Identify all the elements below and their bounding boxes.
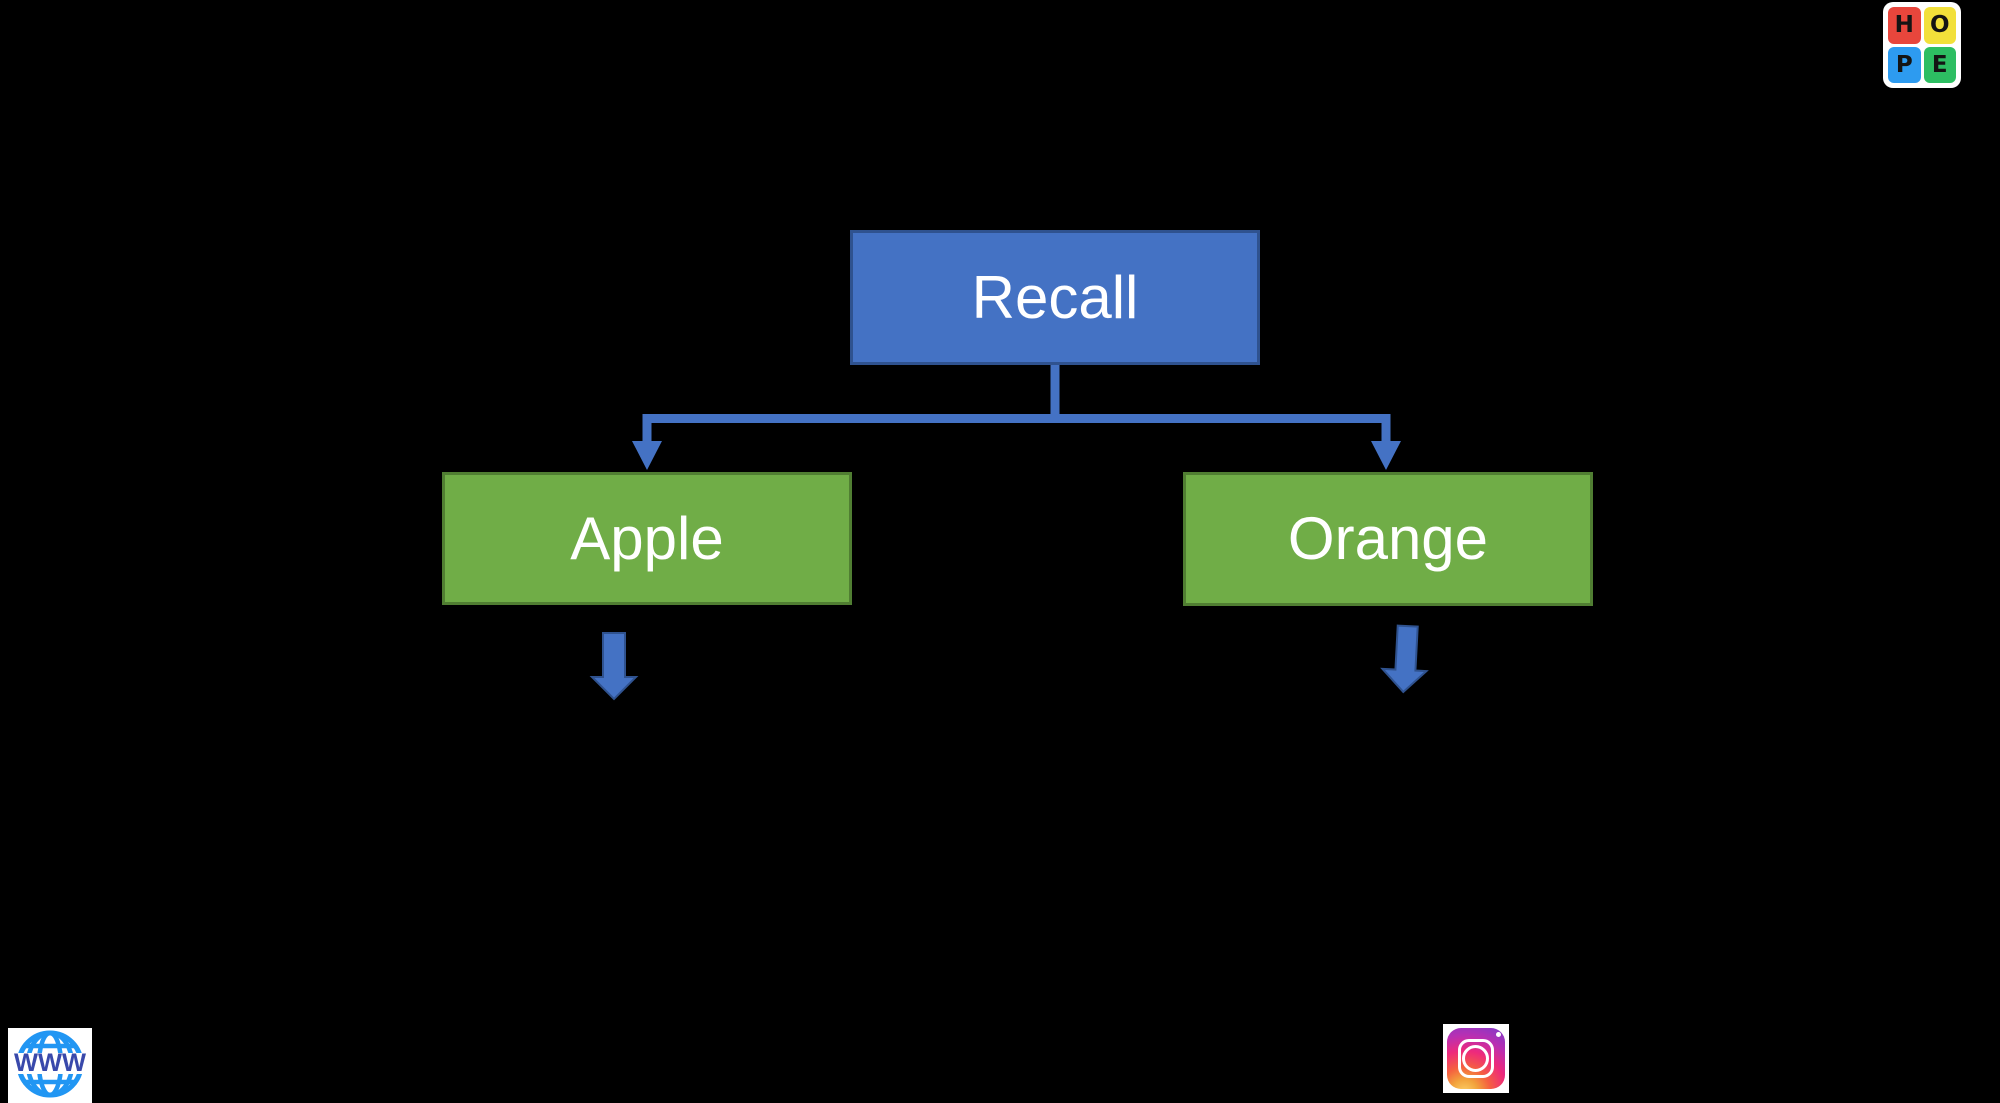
connector-arrowhead-left [632,441,662,470]
hope-tile-h: H [1888,7,1921,44]
connector-elbow [642,365,1391,446]
www-globe-icon: WWW [8,1028,92,1103]
www-text-band [8,1053,92,1074]
instagram-icon [1443,1024,1509,1093]
node-apple: Apple [442,472,852,605]
down-arrow-left [589,632,639,701]
instagram-camera-outline [1458,1039,1494,1078]
hope-tile-p: P [1888,46,1921,83]
hope-tile-o: O [1923,7,1956,44]
node-recall: Recall [850,230,1260,365]
www-text: WWW [14,1049,86,1077]
instagram-lens [1462,1044,1489,1072]
instagram-gradient-tile [1447,1028,1505,1089]
hope-logo: H O P E [1883,2,1961,88]
instagram-flash-dot [1496,1032,1501,1037]
connector-arrowhead-right [1371,441,1401,470]
node-orange: Orange [1183,472,1593,606]
down-arrow-right [1380,624,1429,694]
hope-tile-e: E [1923,46,1956,83]
www-globe-graphic: WWW [8,1030,92,1098]
